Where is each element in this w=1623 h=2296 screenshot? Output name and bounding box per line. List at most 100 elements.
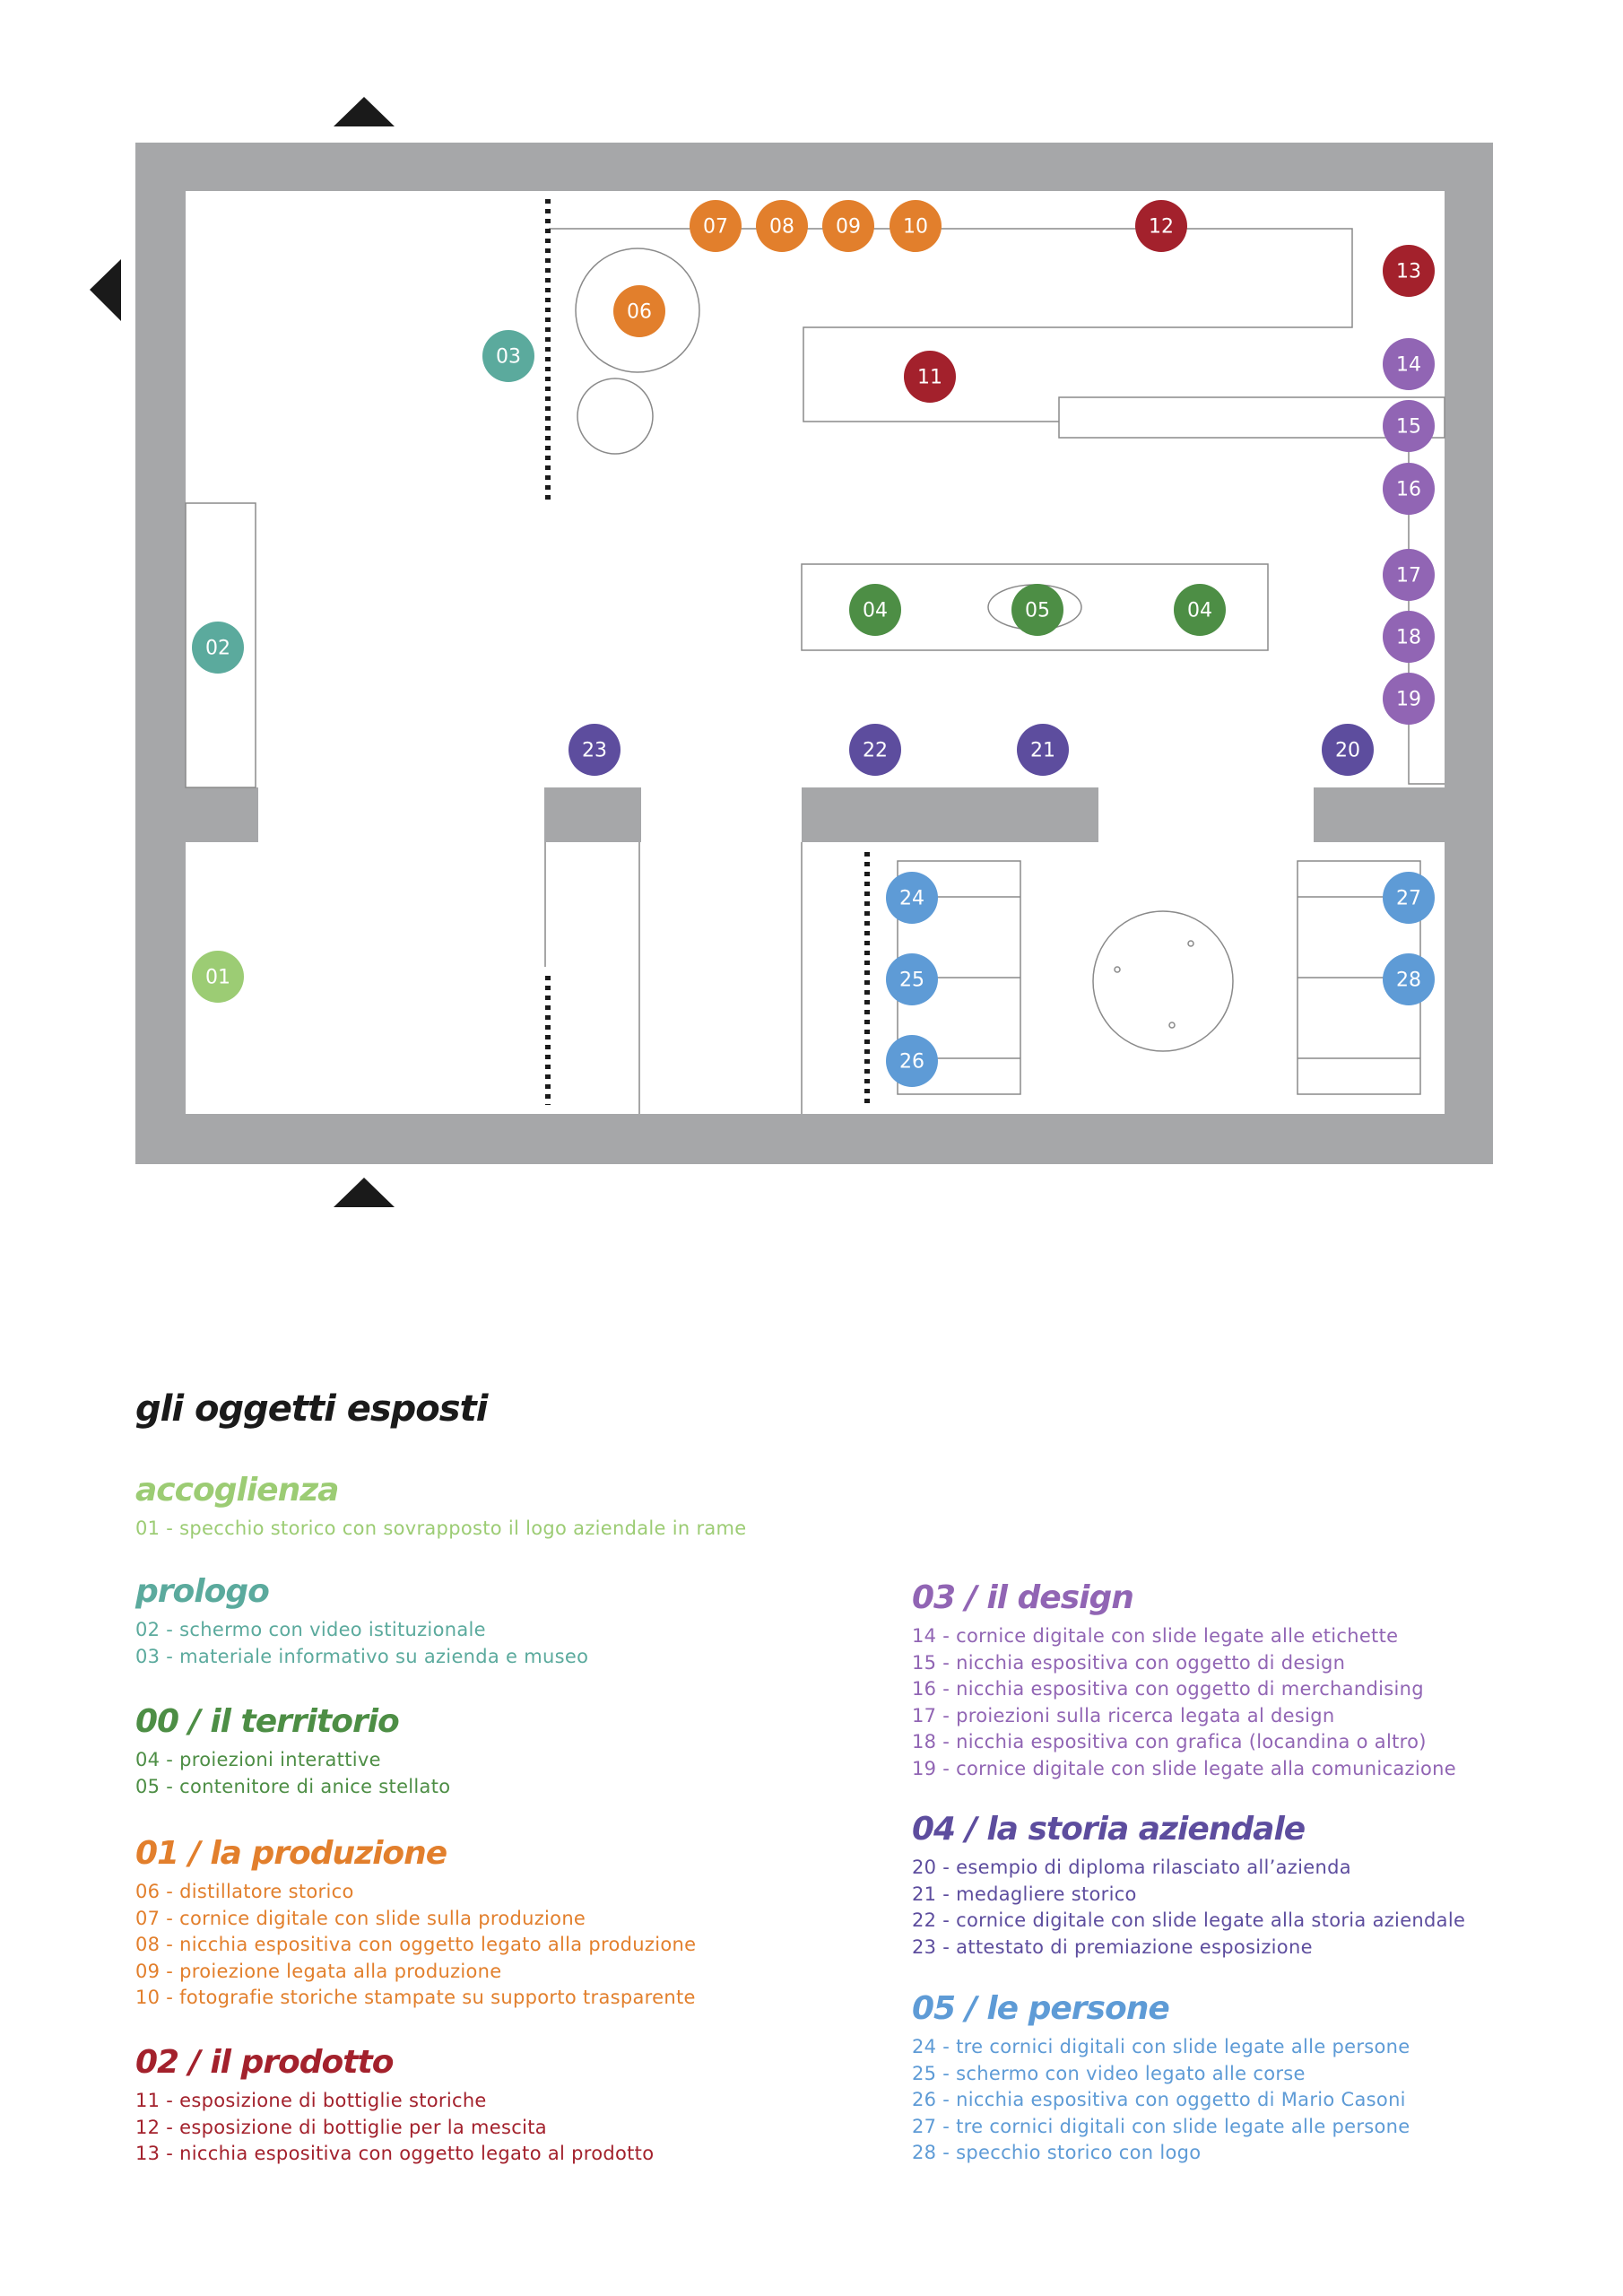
- marker-dot: [568, 724, 621, 776]
- marker-dot: [1383, 400, 1435, 452]
- list-item: 28 - specchio storico con logo: [912, 2142, 1202, 2163]
- marker-02: 02: [192, 622, 244, 674]
- marker-16: 16: [1383, 463, 1435, 515]
- legend-title: gli oggetti esposti: [135, 1388, 488, 1430]
- marker-dot: [1383, 673, 1435, 725]
- list-item: 05 - contenitore di anice stellato: [135, 1775, 451, 1797]
- marker-label: 19: [1396, 689, 1421, 711]
- marker-label: 25: [899, 970, 924, 992]
- marker-label: 11: [917, 367, 942, 389]
- list-item: 12 - esposizione di bottiglie per la mes…: [135, 2116, 547, 2138]
- list-item: 22 - cornice digitale con slide legate a…: [912, 1909, 1466, 1931]
- marker-dot: [1383, 549, 1435, 601]
- marker-dot: [1174, 584, 1226, 636]
- marker-11: 11: [904, 351, 956, 403]
- marker-label: 22: [863, 740, 888, 762]
- section-territorio: 00 / il territorio 04 - proiezioni inter…: [135, 1702, 450, 1800]
- marker-28: 28: [1383, 953, 1435, 1005]
- marker-14: 14: [1383, 338, 1435, 390]
- marker-label: 06: [627, 301, 652, 324]
- marker-06: 06: [613, 285, 665, 337]
- marker-dot: [1383, 463, 1435, 515]
- marker-05: 05: [1011, 584, 1063, 636]
- marker-dot: [192, 622, 244, 674]
- marker-dot: [904, 351, 956, 403]
- list-item: 17 - proiezioni sulla ricerca legata al …: [912, 1704, 1335, 1726]
- marker-label: 17: [1396, 565, 1421, 587]
- section-list: 20 - esempio di diploma rilasciato all’a…: [912, 1855, 1465, 1961]
- marker-label: 01: [205, 967, 230, 989]
- marker-dot: [482, 330, 534, 382]
- marker-19: 19: [1383, 673, 1435, 725]
- marker-label: 12: [1149, 216, 1174, 239]
- marker-dot: [1011, 584, 1063, 636]
- marker-dot: [613, 285, 665, 337]
- list-item: 11 - esposizione di bottiglie storiche: [135, 2090, 487, 2111]
- section-list: 14 - cornice digitale con slide legate a…: [912, 1623, 1456, 1782]
- marker-dot: [690, 200, 742, 252]
- list-item: 01 - specchio storico con sovrapposto il…: [135, 1518, 747, 1539]
- marker-label: 14: [1396, 354, 1421, 377]
- marker-label: 28: [1396, 970, 1421, 992]
- section-prodotto: 02 / il prodotto 11 - esposizione di bot…: [135, 2043, 654, 2168]
- legend-title-wrap: gli oggetti esposti: [135, 1388, 488, 1430]
- marker-24: 24: [886, 872, 938, 924]
- interior-walls: [186, 787, 1445, 842]
- section-design: 03 / il design 14 - cornice digitale con…: [912, 1578, 1456, 1782]
- list-item: 04 - proiezioni interattive: [135, 1749, 381, 1770]
- marker-label: 16: [1396, 479, 1421, 501]
- marker-dot: [1383, 953, 1435, 1005]
- list-item: 10 - fotografie storiche stampate su sup…: [135, 1987, 696, 2008]
- marker-08: 08: [756, 200, 808, 252]
- marker-label: 13: [1396, 261, 1421, 283]
- marker-dot: [1322, 724, 1374, 776]
- marker-09: 09: [822, 200, 874, 252]
- marker-22: 22: [849, 724, 901, 776]
- section-prologo: prologo 02 - schermo con video istituzio…: [135, 1572, 588, 1670]
- marker-dot: [1383, 611, 1435, 663]
- section-accoglienza: accoglienza 01 - specchio storico con so…: [135, 1471, 747, 1543]
- marker-17: 17: [1383, 549, 1435, 601]
- section-title: 03 / il design: [912, 1579, 1134, 1616]
- marker-label: 05: [1025, 600, 1050, 622]
- marker-label: 08: [769, 216, 794, 239]
- entrance-arrow-top-icon: [334, 97, 395, 126]
- marker-03: 03: [482, 330, 534, 382]
- list-item: 27 - tre cornici digitali con slide lega…: [912, 2115, 1410, 2137]
- list-item: 21 - medagliere storico: [912, 1883, 1137, 1905]
- marker-dot: [886, 1035, 938, 1087]
- entrance-arrow-left-icon: [90, 259, 121, 321]
- list-item: 24 - tre cornici digitali con slide lega…: [912, 2036, 1410, 2057]
- marker-label: 09: [836, 216, 861, 239]
- marker-10: 10: [890, 200, 942, 252]
- entrance-arrow-bottom-icon: [334, 1178, 395, 1207]
- marker-dot: [1383, 338, 1435, 390]
- marker-label: 24: [899, 888, 924, 910]
- section-title: 02 / il prodotto: [135, 2044, 394, 2081]
- section-title: 05 / le persone: [912, 1990, 1170, 2027]
- marker-dot: [849, 584, 901, 636]
- section-title: 01 / la produzione: [135, 1835, 447, 1872]
- marker-label: 04: [1187, 600, 1212, 622]
- marker-dot: [886, 872, 938, 924]
- list-item: 06 - distillatore storico: [135, 1881, 354, 1902]
- section-list: 24 - tre cornici digitali con slide lega…: [912, 2034, 1410, 2167]
- marker-21: 21: [1017, 724, 1069, 776]
- marker-dot: [192, 951, 244, 1003]
- marker-04: 04: [1174, 584, 1226, 636]
- furniture-outlines: [185, 228, 1445, 1114]
- marker-label: 21: [1030, 740, 1055, 762]
- section-title: 00 / il territorio: [135, 1703, 400, 1740]
- list-item: 07 - cornice digitale con slide sulla pr…: [135, 1907, 586, 1929]
- section-list: 06 - distillatore storico 07 - cornice d…: [135, 1879, 696, 2012]
- marker-20: 20: [1322, 724, 1374, 776]
- list-item: 25 - schermo con video legato alle corse: [912, 2062, 1306, 2084]
- section-produzione: 01 / la produzione 06 - distillatore sto…: [135, 1834, 696, 2012]
- marker-label: 07: [703, 216, 728, 239]
- list-item: 26 - nicchia espositiva con oggetto di M…: [912, 2089, 1406, 2110]
- list-item: 09 - proiezione legata alla produzione: [135, 1960, 502, 1982]
- section-storia: 04 / la storia aziendale 20 - esempio di…: [912, 1810, 1465, 1961]
- section-title: 04 / la storia aziendale: [912, 1811, 1306, 1848]
- marker-dot: [1383, 245, 1435, 297]
